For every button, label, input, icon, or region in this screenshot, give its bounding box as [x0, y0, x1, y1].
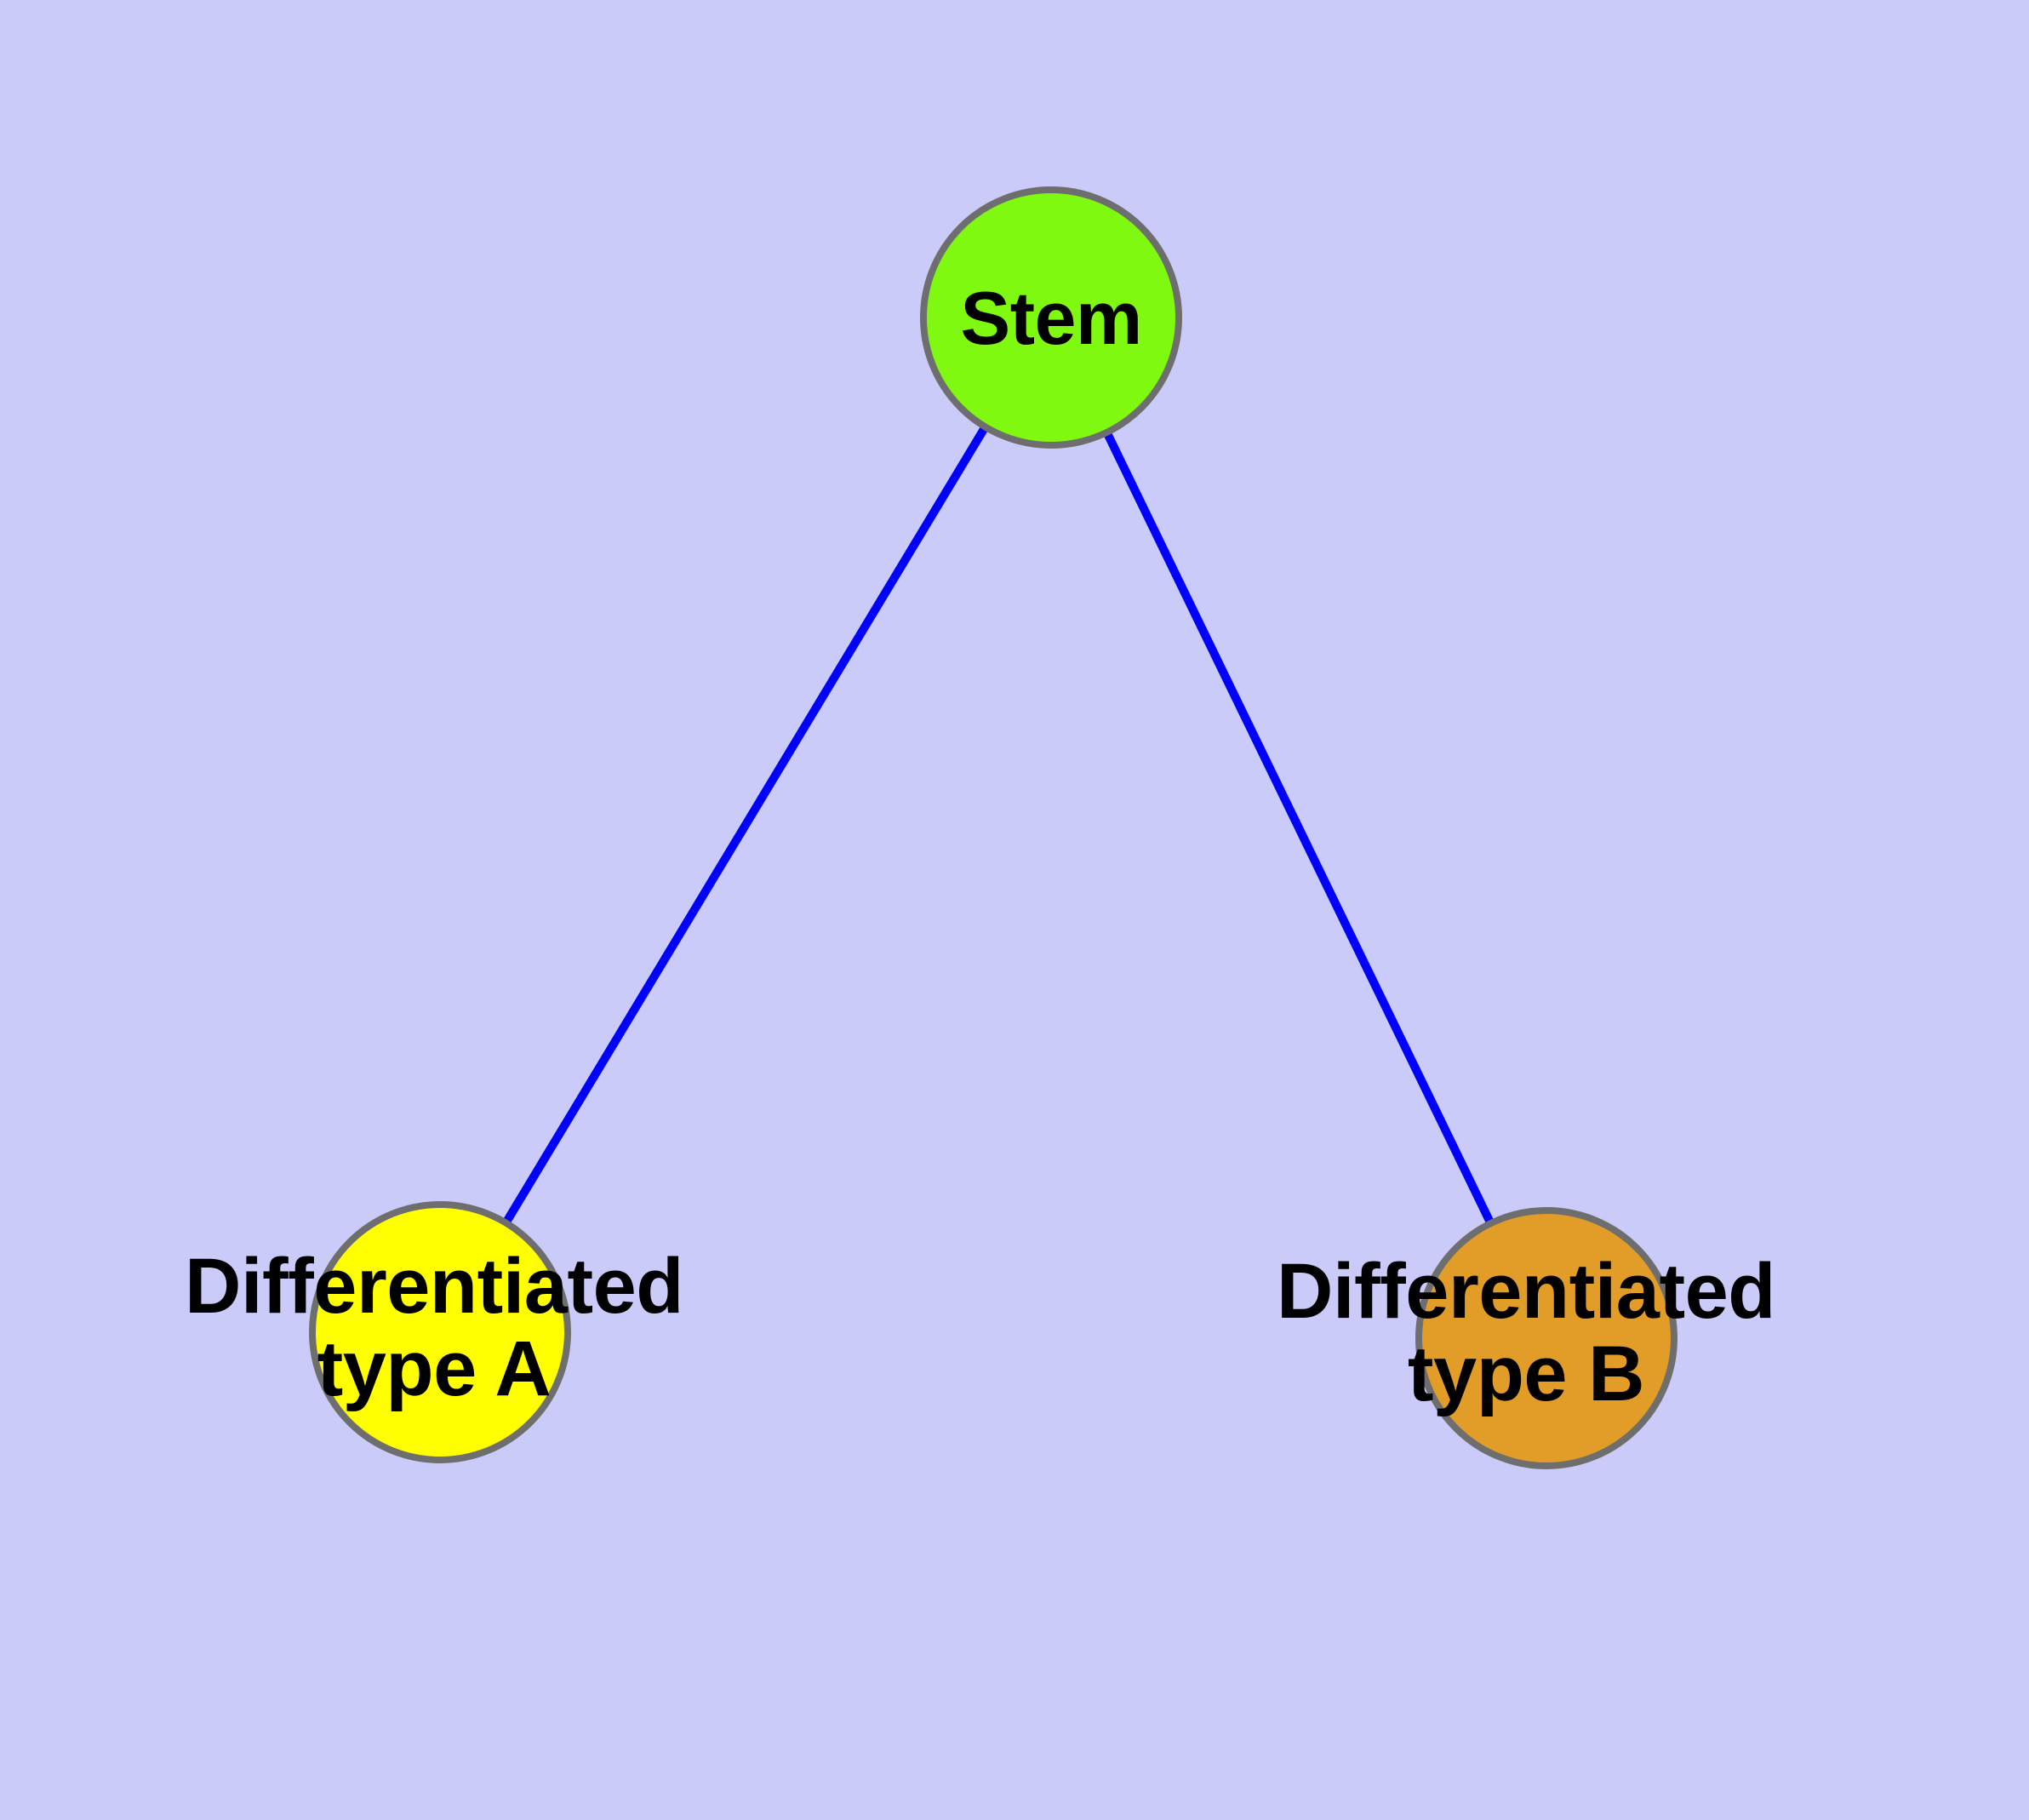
node-layer — [309, 186, 1677, 1469]
edge-layer — [436, 315, 1551, 1341]
graph-node-stem[interactable] — [920, 186, 1182, 449]
graph-node-diff-a[interactable] — [309, 1201, 571, 1463]
graph-node-diff-b[interactable] — [1415, 1207, 1677, 1469]
graph-edge-stem-to-diff-a[interactable] — [436, 315, 1055, 1335]
graph-edge-stem-to-diff-b[interactable] — [1047, 315, 1551, 1341]
